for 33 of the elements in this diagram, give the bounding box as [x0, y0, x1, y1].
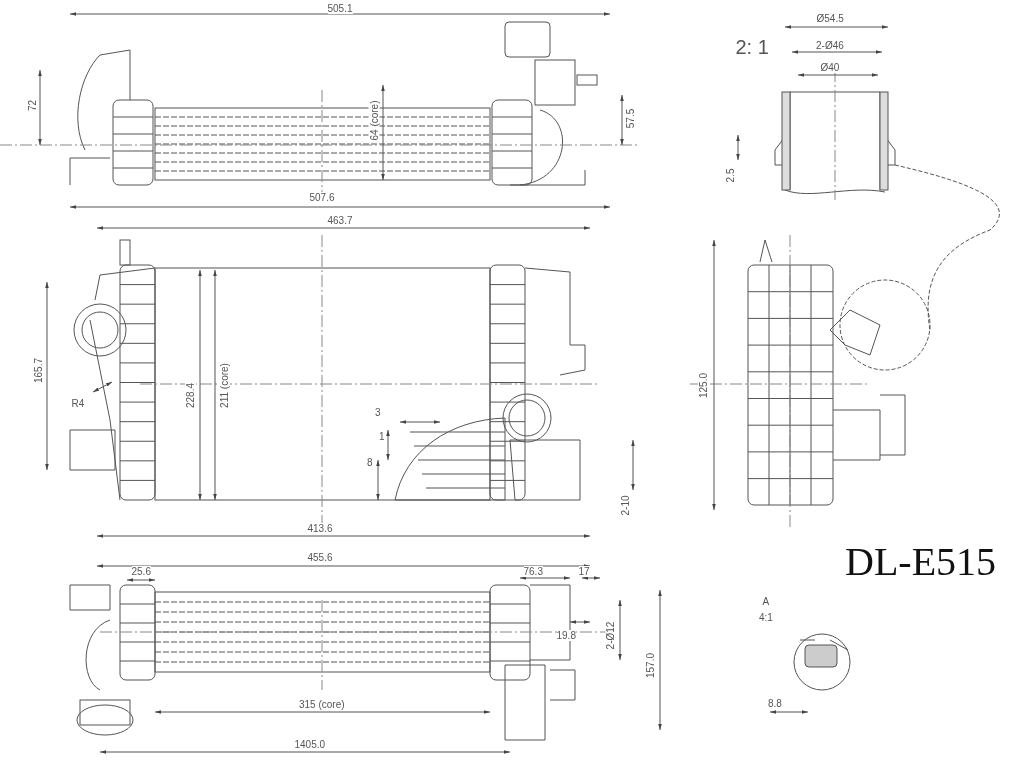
dimension-label: 25.6	[131, 565, 151, 577]
dimension-label: 57.5	[624, 108, 636, 128]
dimension-label: 1405.0	[294, 738, 326, 750]
dimension-label: 125.0	[697, 372, 709, 398]
dimension-label: Ø54.5	[816, 12, 844, 24]
dimension-label: 76.3	[523, 565, 543, 577]
dimension-label: 455.6	[307, 551, 333, 563]
dimension-label: 8.8	[768, 697, 782, 709]
dimension-label: 2-Ø46	[816, 39, 844, 51]
dimension-label: 64 (core)	[368, 100, 380, 140]
dimension-label: 165.7	[32, 357, 44, 383]
dimension-label: 2.5	[725, 168, 737, 182]
dimension-label: 507.6	[309, 191, 335, 203]
dimension-label: 228.4	[184, 382, 196, 408]
dimension-label: 315 (core)	[299, 698, 345, 710]
dimension-label: 505.1	[327, 2, 353, 14]
dimension-label: 463.7	[327, 214, 353, 226]
dimension-label: 2-Ø12	[605, 621, 617, 649]
scale-label: 4:1	[759, 612, 773, 624]
dimension-label: 157.0	[644, 652, 656, 678]
dimension-label: 3	[375, 406, 381, 418]
dimension-label: R4	[71, 397, 85, 409]
part-number: DL-E515	[845, 540, 997, 584]
dimension-label: 211 (core)	[218, 362, 230, 408]
dimension-label: 72	[26, 99, 38, 111]
dimension-label: 19.8	[556, 629, 576, 641]
dimension-label: 413.6	[307, 522, 333, 534]
dimension-label: 1	[379, 430, 385, 442]
dimension-label: Ø40	[820, 61, 840, 73]
dimension-label: 2-10	[619, 495, 631, 515]
section-mark: A	[762, 596, 770, 608]
dimension-label: 17	[578, 565, 590, 577]
dimension-label: 8	[367, 456, 373, 468]
